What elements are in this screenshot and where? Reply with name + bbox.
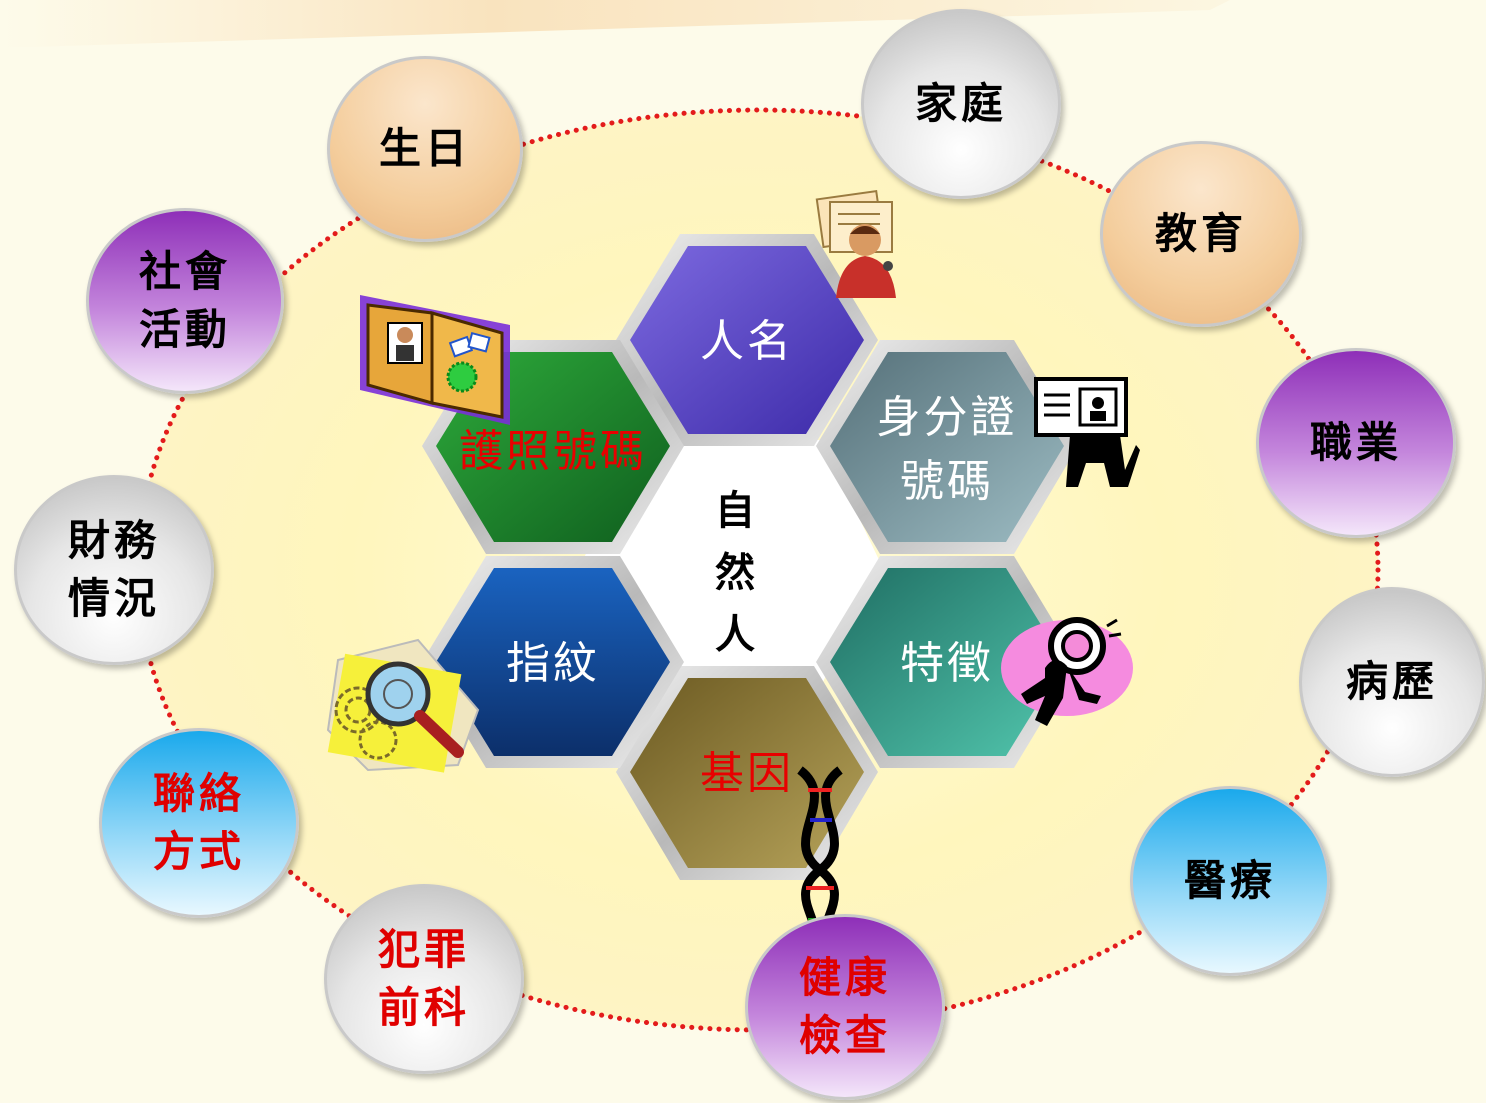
hex-label-gene: 基因 xyxy=(700,748,794,799)
id-card-person-icon xyxy=(1034,377,1140,487)
hex-label-feature: 特徵 xyxy=(900,638,994,689)
hex-label-passport: 護照號碼 xyxy=(459,426,647,477)
fingerprint-magnifier-icon xyxy=(326,638,480,773)
bubble-finance: 財務 情況 xyxy=(14,475,214,665)
passport-book-icon xyxy=(360,295,510,425)
bubble-medical: 醫療 xyxy=(1130,786,1330,976)
bubble-medical-history: 病歷 xyxy=(1299,587,1485,777)
hex-label-fingerprint: 指紋 xyxy=(506,638,600,689)
bubble-family: 家庭 xyxy=(861,9,1061,199)
bubble-criminal-record-label: 犯罪 前科 xyxy=(377,925,470,1032)
bubble-education: 教育 xyxy=(1100,141,1302,327)
hex-name xyxy=(616,234,878,446)
bubble-birthday-label: 生日 xyxy=(378,124,471,173)
bubble-health-check: 健康 檢查 xyxy=(745,914,945,1100)
bubble-medical-history-label: 病歷 xyxy=(1345,657,1438,706)
bubble-family-label: 家庭 xyxy=(914,79,1007,128)
bubble-education-label: 教育 xyxy=(1154,209,1247,258)
top-band-decoration xyxy=(0,0,1230,48)
hex-id-number xyxy=(816,340,1078,554)
bubble-social-activity-label: 社會 活動 xyxy=(138,247,231,354)
bubble-social-activity: 社會 活動 xyxy=(86,208,284,394)
dotted-ring xyxy=(135,107,1381,1033)
hex-fingerprint xyxy=(422,556,684,768)
bubble-criminal-record: 犯罪 前科 xyxy=(324,884,524,1074)
hex-feature xyxy=(816,556,1078,768)
person-with-files-icon xyxy=(815,189,896,298)
bubble-contact-label: 聯絡 方式 xyxy=(152,769,245,876)
detective-magnifier-icon xyxy=(1001,617,1133,726)
bubble-medical-label: 醫療 xyxy=(1183,856,1276,905)
bubble-birthday: 生日 xyxy=(327,56,523,242)
bubble-occupation-label: 職業 xyxy=(1309,418,1402,467)
hex-label-id-number: 身分證 號碼 xyxy=(876,392,1018,507)
bubble-finance-label: 財務 情況 xyxy=(67,516,160,623)
hex-label-name: 人名 xyxy=(700,316,794,367)
bubble-health-check-label: 健康 檢查 xyxy=(798,953,891,1060)
bubble-occupation: 職業 xyxy=(1256,348,1456,538)
bubble-contact: 聯絡 方式 xyxy=(99,728,299,918)
center-label-natural-person: 自 然 人 xyxy=(715,487,755,658)
